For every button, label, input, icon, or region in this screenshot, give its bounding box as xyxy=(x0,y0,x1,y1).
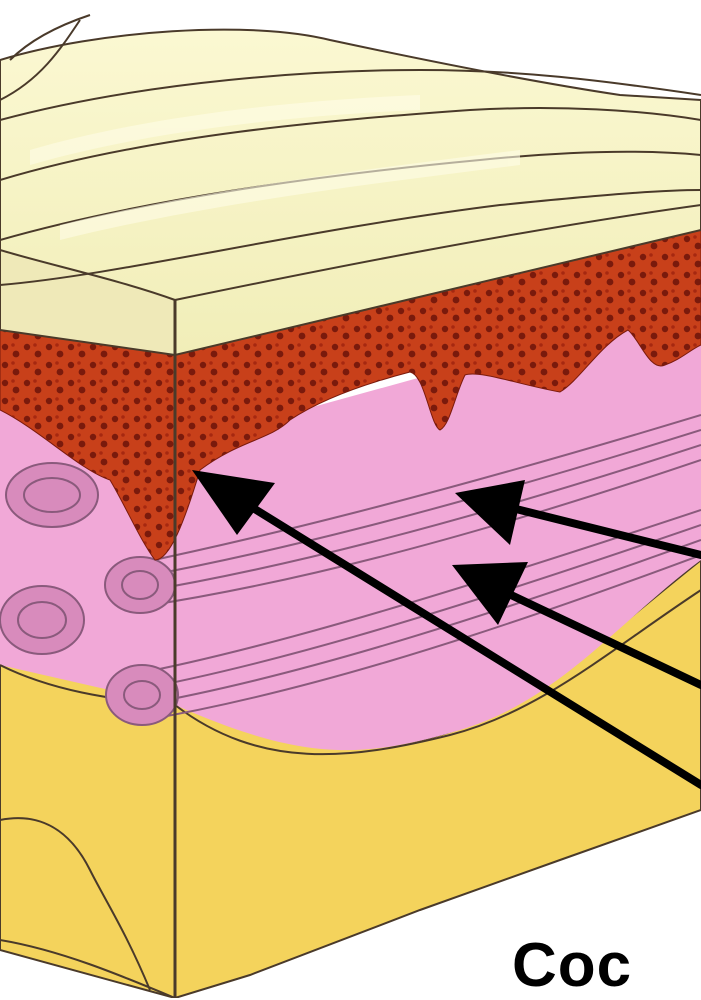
caption-label: Coc xyxy=(512,935,632,997)
